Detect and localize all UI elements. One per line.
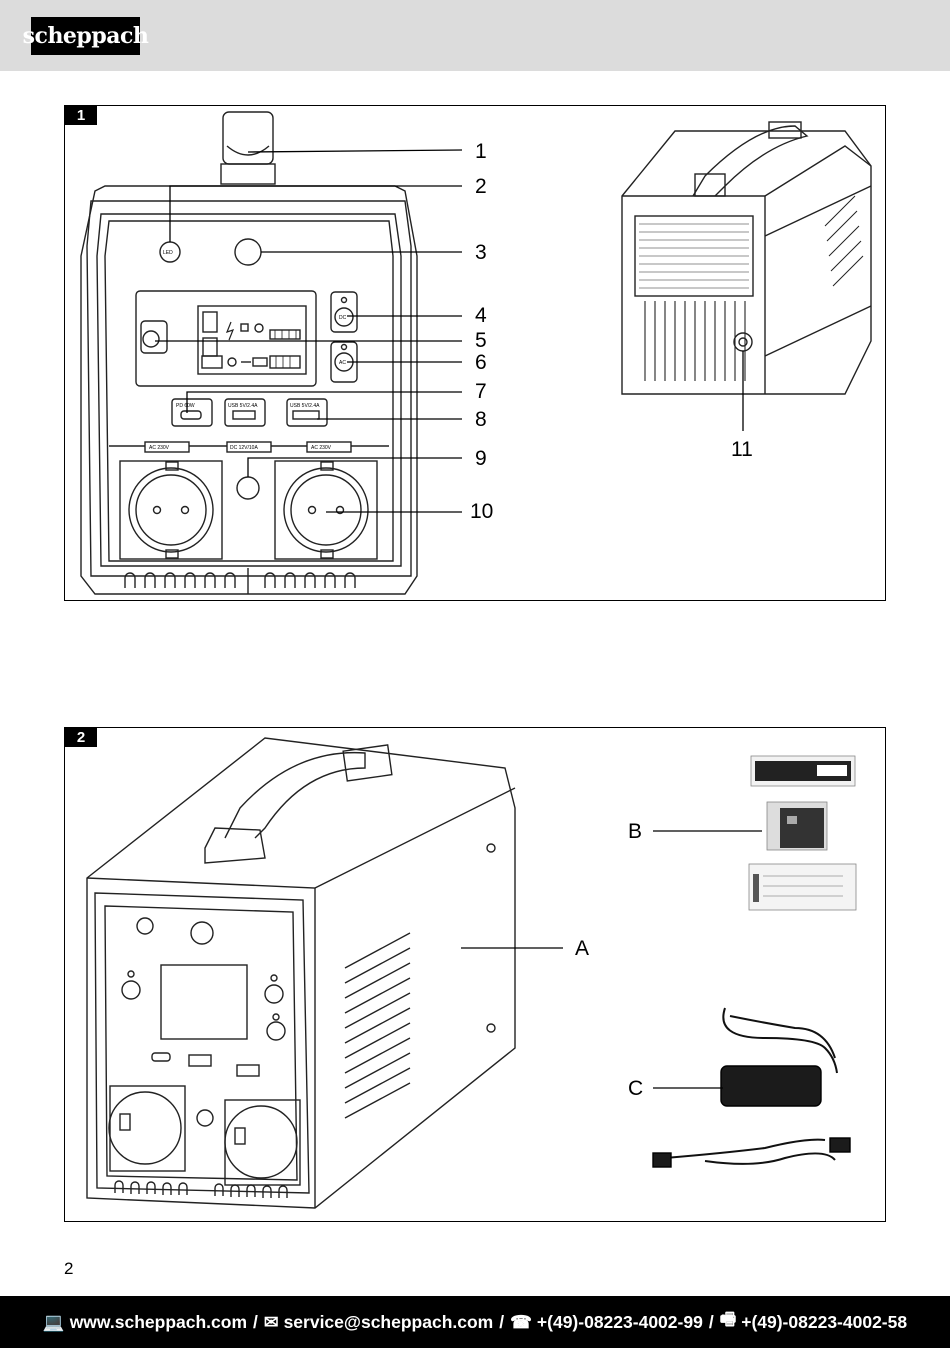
footer-separator: / — [708, 1311, 714, 1332]
telephone-icon: ☎ — [510, 1311, 532, 1332]
mail-icon: ✉ — [263, 1311, 279, 1332]
header-band — [0, 0, 950, 71]
footer-website[interactable]: www.scheppach.com — [69, 1311, 248, 1332]
callout-7: 7 — [475, 380, 487, 403]
callout-9: 9 — [475, 447, 487, 470]
page-number: 2 — [64, 1259, 74, 1278]
callout-c: C — [628, 1077, 644, 1100]
callout-5: 5 — [475, 329, 487, 352]
computer-icon: 💻 — [42, 1311, 65, 1332]
figure-2-leader-lines — [461, 830, 762, 1089]
ac-right-label: AC 230V — [311, 445, 332, 451]
dc-mid-label: DC 12V/10A — [230, 445, 258, 451]
callout-1: 1 — [475, 140, 487, 163]
charger-adapter — [652, 1007, 851, 1168]
callout-a: A — [575, 937, 590, 960]
figure-2-drawing — [86, 737, 857, 1209]
callout-8: 8 — [475, 408, 487, 431]
power-station-perspective-view — [86, 737, 516, 1209]
power-station-front-view — [80, 111, 418, 595]
figure-1-number: 1 — [65, 106, 97, 125]
callout-2: 2 — [475, 175, 487, 198]
figure-1-leader-lines — [155, 149, 744, 513]
fax-icon: 🖷 — [719, 1309, 737, 1329]
figure-2-number: 2 — [65, 728, 97, 747]
led-label: LED — [163, 250, 173, 256]
footer-separator: / — [253, 1311, 258, 1332]
figure-1: 1 — [64, 105, 886, 601]
scheppach-logo: scheppach — [23, 17, 149, 55]
figure-1-drawing: LED DC AC PD 60W USB 5V/2.4A USB 5V/2.4A… — [80, 111, 872, 595]
manual-booklets — [748, 755, 857, 911]
usb-right-label: USB 5V/2.4A — [290, 403, 320, 409]
callout-3: 3 — [475, 241, 487, 264]
usb-left-label: USB 5V/2.4A — [228, 403, 258, 409]
callout-4: 4 — [475, 304, 487, 327]
ac-label: AC — [339, 360, 346, 366]
callout-11: 11 — [731, 438, 753, 461]
footer-contact-bar: 💻 www.scheppach.com / ✉ service@scheppac… — [0, 1296, 950, 1348]
ac-left-label: AC 230V — [149, 445, 170, 451]
callout-b: B — [628, 820, 643, 843]
figure-2: 2 — [64, 727, 886, 1222]
footer-separator: / — [499, 1311, 505, 1332]
footer-fax: +(49)-08223-4002-58 — [741, 1311, 908, 1332]
callout-10: 10 — [470, 500, 494, 523]
callout-6: 6 — [475, 351, 487, 374]
pd-label: PD 60W — [176, 403, 195, 409]
dc-label: DC — [339, 315, 347, 321]
footer-email[interactable]: service@scheppach.com — [283, 1311, 494, 1332]
power-station-rear-view — [621, 121, 872, 395]
footer-phone: +(49)-08223-4002-99 — [536, 1311, 703, 1332]
